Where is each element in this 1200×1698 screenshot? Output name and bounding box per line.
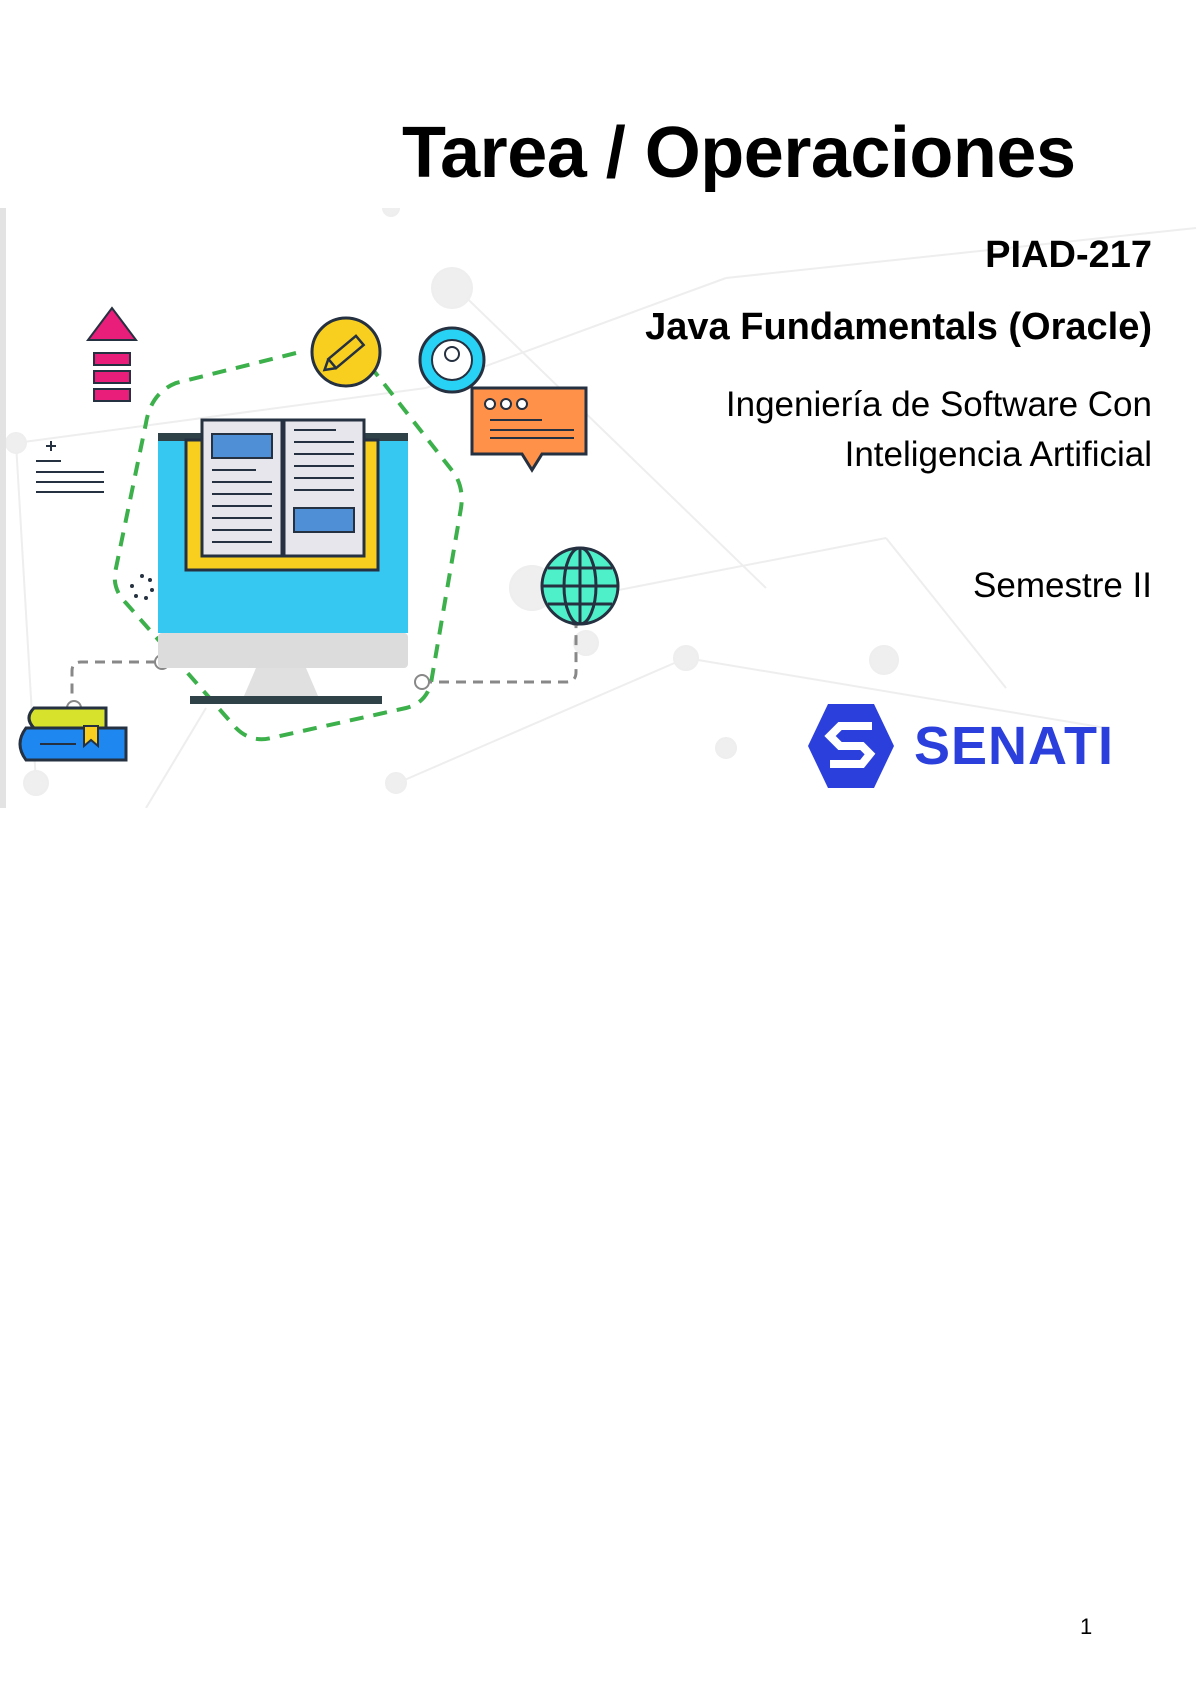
course-name: Java Fundamentals (Oracle) bbox=[645, 306, 1152, 348]
open-book-icon bbox=[184, 418, 380, 572]
career-line-1: Ingeniería de Software Con bbox=[725, 385, 1152, 424]
career-name: Ingeniería de Software Con Inteligencia … bbox=[726, 380, 1152, 480]
pencil-icon bbox=[310, 316, 382, 388]
senati-logo: SENATI bbox=[806, 702, 1114, 790]
book-stack-icon bbox=[18, 706, 128, 762]
cover-illustration bbox=[6, 208, 1197, 808]
document-title: Tarea / Operaciones bbox=[402, 113, 1076, 193]
course-code: PIAD-217 bbox=[985, 234, 1152, 276]
semester-label: Semestre II bbox=[973, 566, 1152, 605]
text-lines-icon bbox=[36, 441, 104, 493]
upload-arrow-icon bbox=[86, 306, 138, 402]
cover-side-bar bbox=[0, 208, 6, 808]
loading-dots-icon bbox=[130, 574, 154, 600]
globe-icon bbox=[540, 546, 620, 626]
career-line-2: Inteligencia Artificial bbox=[844, 435, 1152, 474]
senati-wordmark: SENATI bbox=[914, 716, 1115, 776]
page-number: 1 bbox=[1080, 1614, 1093, 1639]
chat-bubble-icon bbox=[470, 386, 588, 473]
user-avatar-icon bbox=[418, 326, 486, 394]
senati-hexagon-icon bbox=[808, 704, 894, 788]
dashed-loop bbox=[112, 346, 464, 742]
